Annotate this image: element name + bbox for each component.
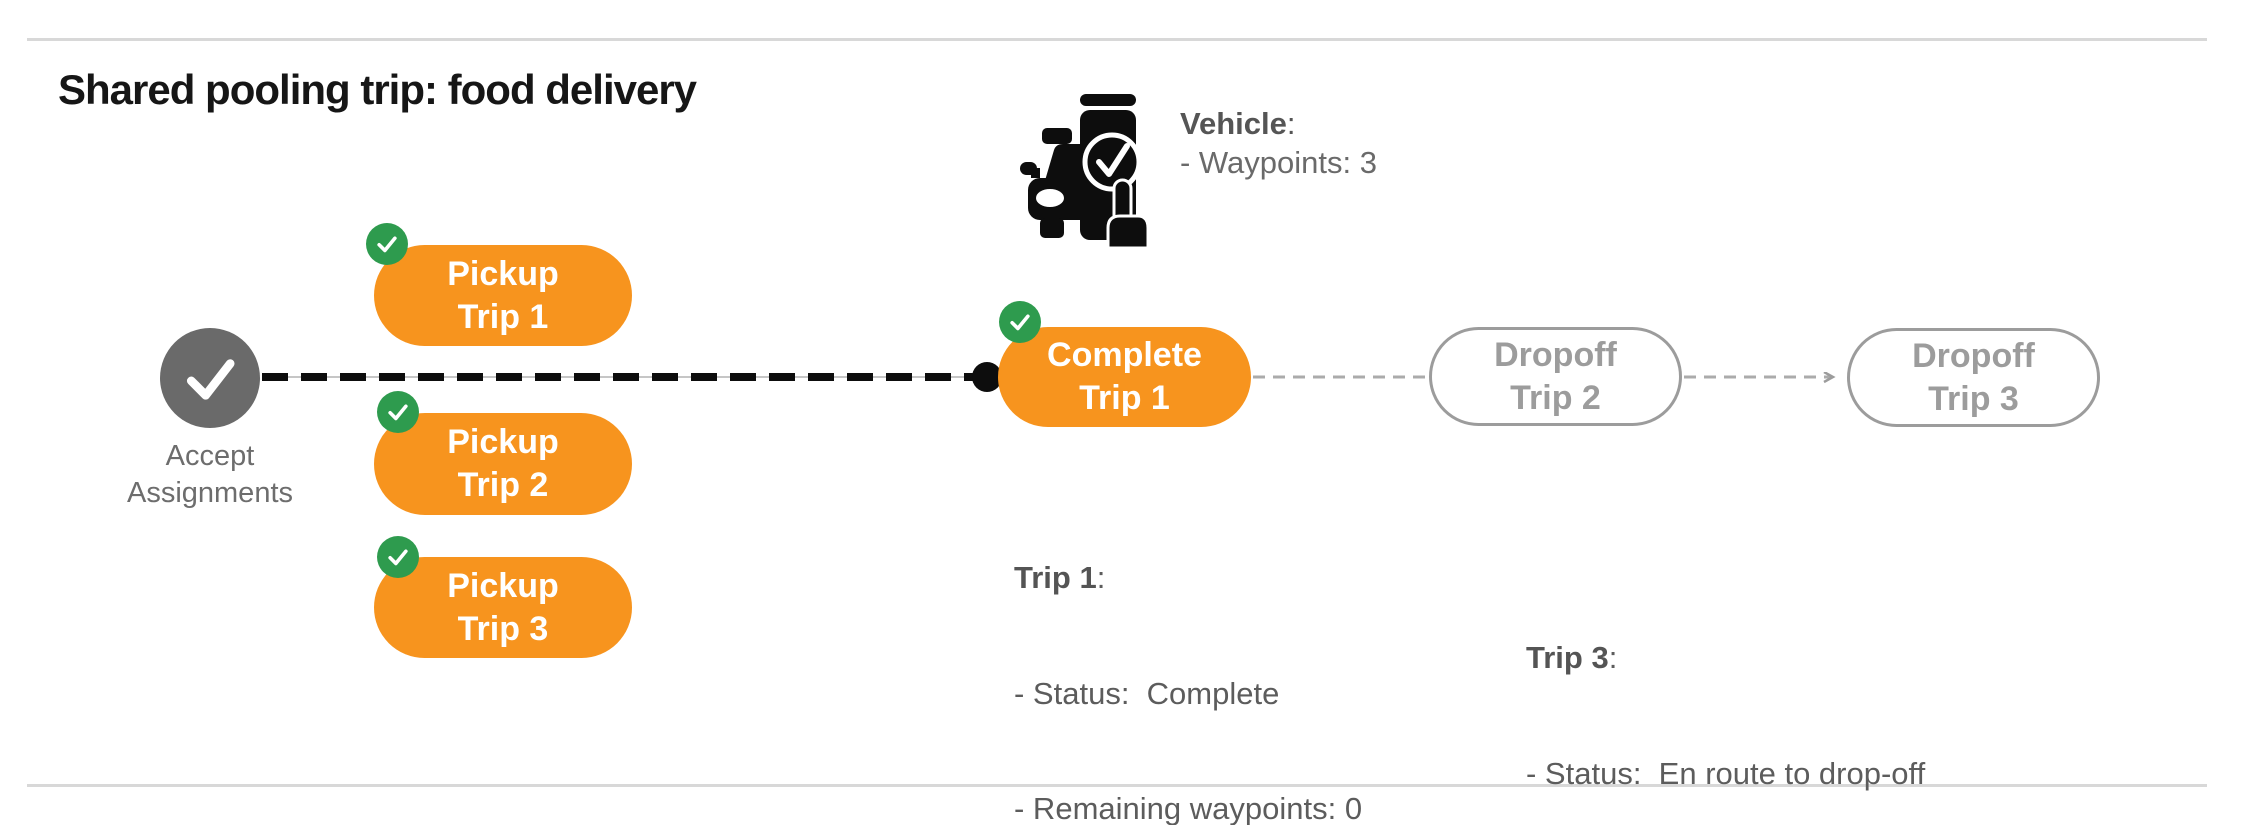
trip-status-block-left: Trip 1: - Status: Complete - Remaining w… <box>1014 482 1413 825</box>
accept-assignments-label: Accept Assignments <box>126 440 293 509</box>
node-dropoff-trip-2: Dropoff Trip 2 <box>1429 327 1682 426</box>
check-badge-icon <box>999 301 1041 343</box>
node-complete-trip-1: Complete Trip 1 <box>998 327 1251 427</box>
check-badge-icon <box>366 223 408 265</box>
check-icon <box>186 359 235 400</box>
trip1-heading: Trip 1 <box>1014 560 1097 595</box>
trip-status-block-right: Trip 3: - Status: En route to drop-off -… <box>1526 562 1925 825</box>
vehicle-waypoints: - Waypoints: 3 <box>1180 145 1377 180</box>
car-phone-check-icon <box>1020 94 1150 248</box>
trip1-remaining-line: - Remaining waypoints: 0 <box>1014 791 1363 825</box>
route-dot <box>972 362 1002 392</box>
page-title: Shared pooling trip: food delivery <box>58 66 697 113</box>
node-pickup-trip-1: Pickup Trip 1 <box>374 245 632 346</box>
vehicle-label: Vehicle <box>1180 106 1287 141</box>
top-divider <box>27 38 2207 41</box>
trip1-status-line: - Status: Complete <box>1014 675 1280 711</box>
vehicle-label-colon: : <box>1286 106 1296 141</box>
vehicle-info: Vehicle: - Waypoints: 3 <box>1180 104 1377 182</box>
node-pickup-trip-3: Pickup Trip 3 <box>374 557 632 658</box>
check-badge-icon <box>377 391 419 433</box>
bottom-divider <box>27 784 2207 787</box>
trip3-heading: Trip 3 <box>1526 640 1609 675</box>
node-dropoff-trip-3: Dropoff Trip 3 <box>1847 328 2100 427</box>
accept-assignments-node <box>160 328 260 428</box>
trip3-status-line: - Status: En route to drop-off <box>1526 755 1926 791</box>
node-pickup-trip-2: Pickup Trip 2 <box>374 413 632 515</box>
check-badge-icon <box>377 536 419 578</box>
